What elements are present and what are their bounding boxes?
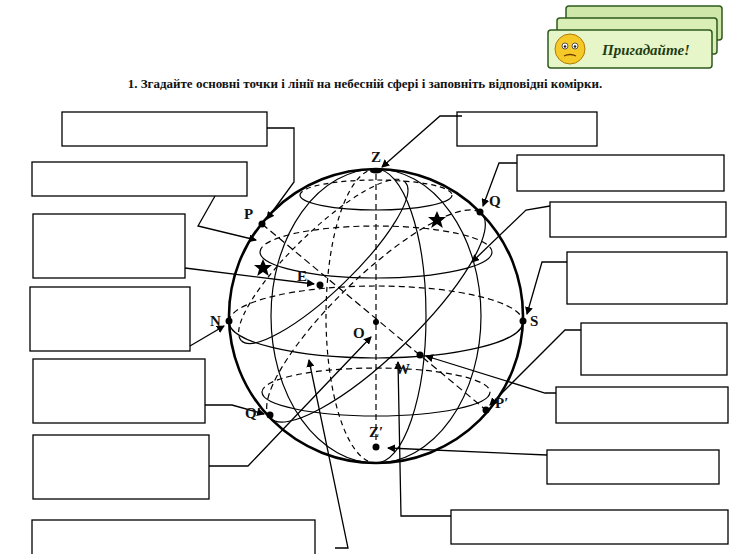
point-label: E [296,269,308,284]
star-symbol [254,211,446,276]
point-label: Q [488,194,502,209]
point-label: Z [370,150,382,165]
point-label: N [209,314,222,329]
answer-cell [30,112,728,554]
instruction-heading: 1. Згадайте основні точки і лінії на неб… [0,76,730,92]
point-label: W [394,362,411,377]
point-label: Q′ [244,406,262,421]
sphere-points [226,169,527,451]
point-label: P′ [494,396,509,411]
badge-text: Пригадайте! [602,42,690,59]
reminder-badge: Пригадайте! [582,32,710,68]
leader-line [185,116,581,548]
point-label: P [243,207,254,222]
point-label: S [529,314,539,329]
point-label: Z′ [368,425,384,440]
point-label: O [352,326,366,341]
badge-tabs [548,6,722,68]
